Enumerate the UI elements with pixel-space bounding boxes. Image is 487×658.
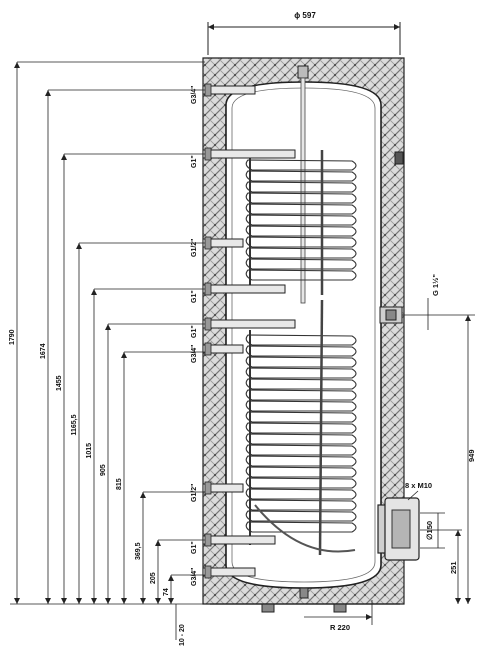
- lower-coil-turn: [245, 400, 357, 412]
- radius-dimension: R 220: [304, 600, 373, 632]
- upper-coil-turn: [245, 159, 357, 171]
- label-c_g34_mid: G3/4": [191, 345, 198, 364]
- h251-label: 251: [449, 561, 458, 574]
- dim-h205: 205: [150, 572, 157, 584]
- upper-coil-turn: [245, 258, 357, 270]
- upper-coil-turn: [245, 170, 357, 182]
- flange-diam-label: ∅150: [425, 521, 434, 540]
- upper-coil-turn: [245, 247, 357, 259]
- foot-height-dimension: 10 - 20: [175, 604, 186, 646]
- feet: [210, 587, 400, 613]
- label-c_top_g34: G3/4": [191, 86, 198, 105]
- lower-coil-turn: [245, 466, 357, 478]
- dim-h74: 74: [163, 588, 170, 596]
- pipe-c_g1_upper: [202, 149, 296, 159]
- lower-coil-turn: [245, 345, 357, 357]
- lower-coil-turn: [245, 521, 357, 533]
- dim-h1674: 1674: [40, 343, 47, 359]
- label-c_g1_lower: G1": [191, 325, 198, 338]
- label-c_g1_upper: G1": [191, 155, 198, 168]
- lower-coil-turn: [245, 422, 357, 434]
- h10-20-label: 10 - 20: [179, 624, 186, 646]
- diameter-label: ϕ 597: [294, 11, 316, 20]
- upper-coil-turn: [245, 214, 357, 226]
- pipe-c_g1_lower: [202, 319, 296, 329]
- upper-heat-exchanger-coil: [245, 158, 357, 290]
- lower-coil-turn: [245, 477, 357, 489]
- inspection-flange: 8 x M10 ∅150: [377, 481, 445, 561]
- radius-label: R 220: [330, 623, 350, 632]
- side-port-g1half: G 1½": [379, 274, 475, 330]
- lower-coil-turn: [245, 444, 357, 456]
- lower-coil-turn: [245, 334, 357, 346]
- upper-coil-turn: [245, 192, 357, 204]
- lower-coil-turn: [245, 378, 357, 390]
- lower-coil-turn: [245, 510, 357, 522]
- lower-coil-turn: [245, 411, 357, 423]
- lower-coil-turn: [245, 499, 357, 511]
- label-c_g12_lower: G1/2": [191, 484, 198, 503]
- lower-coil-turn: [245, 455, 357, 467]
- pipe-c_g1_bottom: [202, 535, 276, 545]
- height-dimensions: 1790 1674 1455 1165,5 1015 905 815 369,5 205 74: [9, 61, 210, 605]
- dim-h1455: 1455: [56, 375, 63, 391]
- upper-coil-turn: [245, 181, 357, 193]
- sensor-tubes: [254, 150, 356, 556]
- h949-label: 949: [467, 449, 476, 462]
- lower-coil-turn: [245, 488, 357, 500]
- anode-rod: [297, 65, 309, 304]
- label-c_g34_bottom: G3/4": [191, 568, 198, 587]
- lower-coil-turn: [245, 356, 357, 368]
- flange-bolts-label: 8 x M10: [405, 481, 432, 490]
- lower-heat-exchanger-coil: [245, 330, 357, 545]
- label-c_g1_mid: G1": [191, 290, 198, 303]
- lower-coil-turn: [245, 389, 357, 401]
- pipe-c_g34_mid: [202, 344, 244, 354]
- dim-h905: 905: [100, 464, 107, 476]
- dim-h1015: 1015: [86, 443, 93, 459]
- upper-coil-turn: [245, 203, 357, 215]
- upper-coil-turn: [245, 269, 357, 281]
- pipe-c_g34_bottom: [202, 567, 256, 577]
- right-dimensions: 949 251: [420, 315, 476, 604]
- pipe-c_g1_mid: [202, 284, 286, 294]
- small-port-top: [394, 151, 404, 165]
- pipe-c_g12_lower: [202, 483, 244, 493]
- dim-h1165: 1165,5: [71, 414, 78, 435]
- diameter-dimension: ϕ 597: [207, 11, 401, 55]
- pipe-connections: G3/4" G1" G1/2" G1" G1" G3/4" G1/2" G1" G3/4": [191, 83, 296, 587]
- lower-coil-turn: [245, 433, 357, 445]
- label-c_g12_upper: G1/2": [191, 239, 198, 258]
- upper-coil-turn: [245, 236, 357, 248]
- upper-coil-turn: [245, 225, 357, 237]
- label-c_g1_bottom: G1": [191, 541, 198, 554]
- dim-h815: 815: [116, 478, 123, 490]
- lower-coil-turn: [245, 367, 357, 379]
- dim-h369: 369,5: [135, 542, 142, 560]
- g1half-label: G 1½": [431, 274, 440, 296]
- dim-h1790: 1790: [9, 329, 16, 345]
